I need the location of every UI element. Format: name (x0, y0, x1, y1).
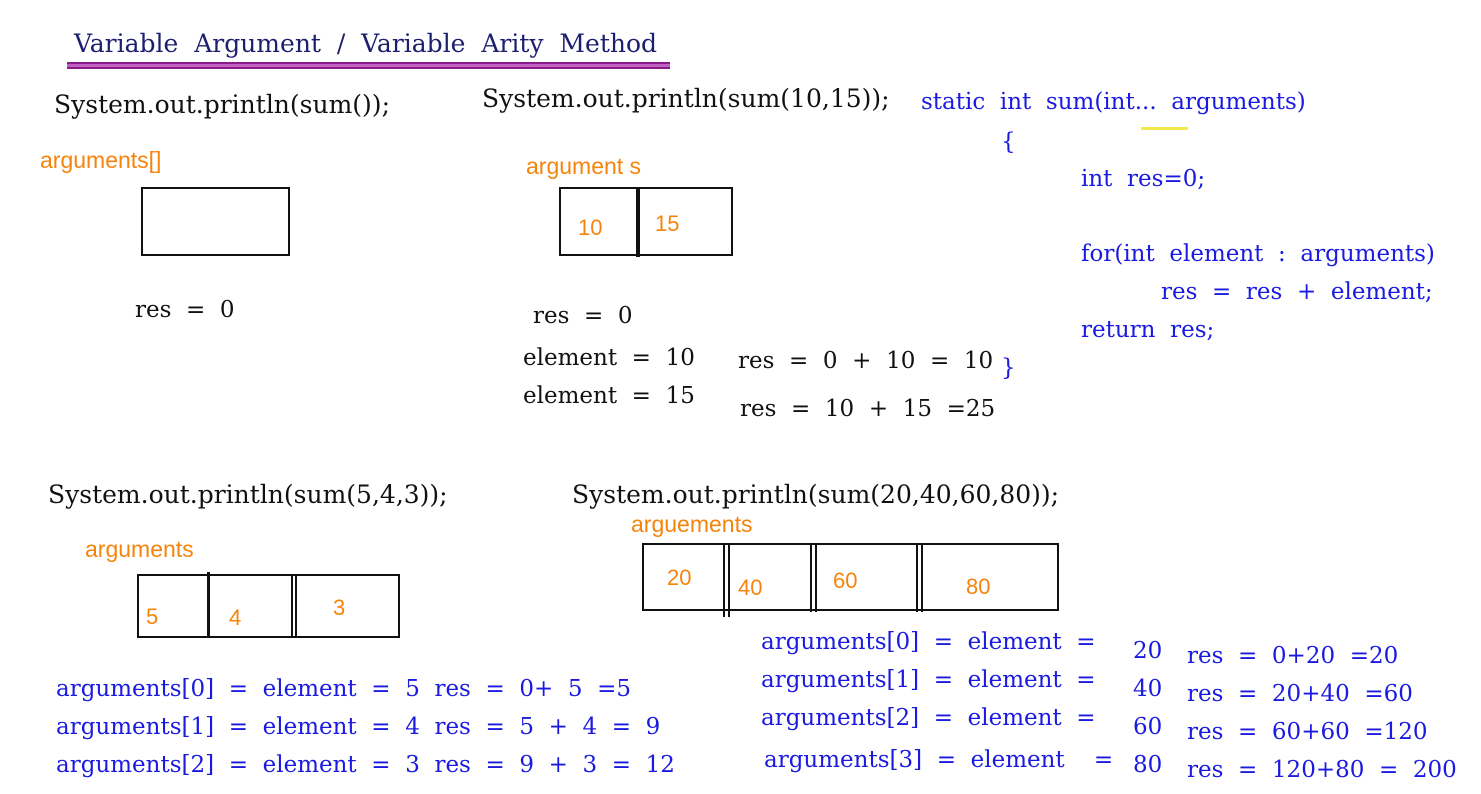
example4-array-label: arguements (631, 511, 753, 537)
title-underline (67, 62, 670, 69)
example4-value: 20 (1133, 638, 1163, 664)
method-code-line: int res=0; (1081, 166, 1206, 192)
example4-array-box (642, 543, 1059, 611)
example3-array-label: arguments (85, 536, 194, 562)
example2-res: res = 0 (533, 303, 633, 329)
example4-value: 60 (1133, 714, 1163, 740)
example2-res-line: res = 10 + 15 =25 (740, 396, 996, 422)
example1-array-label: arguments[] (40, 147, 162, 173)
example3-trace-line: arguments[0] = element = 5 res = 0+ 5 =5 (56, 676, 632, 702)
example4-trace-line: arguments[2] = element = (761, 705, 1096, 731)
example1-res: res = 0 (135, 297, 235, 323)
varargs-highlight (1141, 127, 1188, 130)
method-close-brace: } (1001, 355, 1016, 381)
example2-cell-divider (636, 187, 640, 257)
example3-call: System.out.println(sum(5,4,3)); (48, 480, 448, 509)
example1-empty-array-box (141, 187, 290, 256)
example2-cell: 10 (578, 215, 603, 240)
method-signature: static int sum(int... arguments) (921, 89, 1306, 115)
example4-value: 80 (1133, 752, 1163, 778)
example2-element-line: element = 10 (523, 345, 695, 371)
example4-trace-line: arguments[1] = element = (761, 667, 1096, 693)
example4-cell: 80 (966, 574, 991, 599)
example3-array-box (137, 574, 400, 638)
example4-res-line: res = 0+20 =20 (1187, 643, 1399, 669)
page-title: Variable Argument / Variable Arity Metho… (74, 29, 658, 58)
example4-trace-line: arguments[0] = element = (761, 629, 1096, 655)
example2-array-box (559, 187, 733, 256)
example4-cell: 20 (667, 565, 692, 590)
example2-element-line: element = 15 (523, 383, 695, 409)
example4-res-line: res = 120+80 = 200 (1187, 757, 1457, 783)
example3-cell-divider (207, 572, 210, 638)
example4-res-line: res = 20+40 =60 (1187, 681, 1413, 707)
example4-call: System.out.println(sum(20,40,60,80)); (572, 480, 1060, 509)
example3-cell: 5 (146, 604, 159, 629)
method-code-line: for(int element : arguments) (1081, 241, 1435, 267)
example4-cell-divider (723, 543, 730, 617)
method-code-line: return res; (1081, 317, 1215, 343)
example2-cell: 15 (655, 211, 680, 236)
example3-trace-line: arguments[2] = element = 3 res = 9 + 3 =… (56, 752, 675, 778)
example4-cell-divider (916, 543, 923, 612)
example3-trace-line: arguments[1] = element = 4 res = 5 + 4 =… (56, 714, 661, 740)
example3-cell-divider (291, 574, 297, 638)
example2-call: System.out.println(sum(10,15)); (482, 84, 890, 113)
example4-trace-line: arguments[3] = element = (764, 747, 1114, 773)
example2-res-line: res = 0 + 10 = 10 (738, 348, 994, 374)
example3-cell: 4 (229, 605, 242, 630)
example4-cell-divider (810, 543, 817, 612)
example1-call: System.out.println(sum()); (54, 90, 390, 119)
method-open-brace: { (1001, 129, 1016, 155)
example4-res-line: res = 60+60 =120 (1187, 719, 1428, 745)
example4-value: 40 (1133, 676, 1163, 702)
example2-array-label: argument s (526, 153, 642, 179)
example3-cell: 3 (333, 595, 346, 620)
example4-cell: 60 (833, 568, 858, 593)
method-code-line: res = res + element; (1161, 279, 1433, 305)
example4-cell: 40 (738, 575, 763, 600)
